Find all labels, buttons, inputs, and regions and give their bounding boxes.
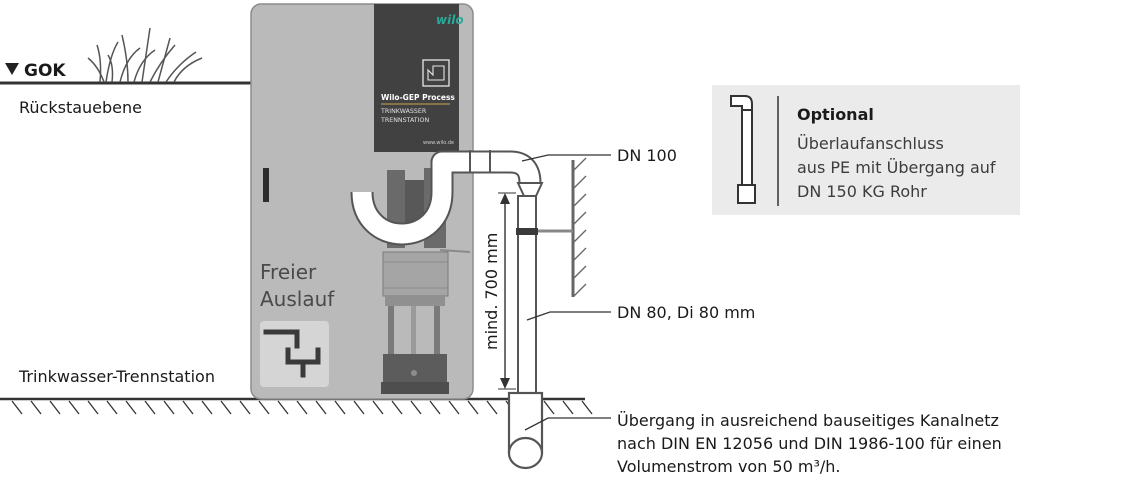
floor-hatch-stroke xyxy=(277,400,289,415)
wall-hatch-stroke xyxy=(573,283,587,297)
floor-hatch-stroke xyxy=(68,400,80,415)
floor-hatch-stroke xyxy=(125,400,137,415)
cabinet-handle xyxy=(263,168,269,202)
floor-hatch xyxy=(11,400,593,415)
floor-hatch-stroke xyxy=(106,400,118,415)
optional-title: Optional xyxy=(797,105,874,124)
floor-hatch-stroke xyxy=(410,400,422,415)
floor-hatch-stroke xyxy=(391,400,403,415)
floor-hatch-stroke xyxy=(429,400,441,415)
optional-line-1: Überlaufanschluss xyxy=(797,134,944,153)
floor-hatch-stroke xyxy=(486,400,498,415)
optional-line-3: DN 150 KG Rohr xyxy=(797,182,927,201)
floor-hatch-stroke xyxy=(562,400,574,415)
station-icon-glyph xyxy=(427,65,445,81)
floor-hatch-stroke xyxy=(239,400,251,415)
uebergang-leader xyxy=(524,417,611,431)
dn100-label: DN 100 xyxy=(617,146,677,165)
floor-hatch-stroke xyxy=(163,400,175,415)
floor-hatch-stroke xyxy=(315,400,327,415)
wall-hatch-stroke xyxy=(573,157,587,171)
floor-hatch-stroke xyxy=(11,400,23,415)
wall-hatch xyxy=(573,157,587,297)
dn100-pipe-inner xyxy=(352,152,540,244)
dn80-leader xyxy=(526,311,611,321)
wall-hatch-stroke xyxy=(573,211,587,225)
floor-hatch-stroke xyxy=(296,400,308,415)
wall-hatch-stroke xyxy=(573,265,587,279)
product-line-2: TRENNSTATION xyxy=(380,117,429,124)
dn100-leader xyxy=(521,154,611,162)
floor-hatch-stroke xyxy=(87,400,99,415)
floor-hatch-stroke xyxy=(353,400,365,415)
reducer-cone xyxy=(516,182,544,197)
height-label: mind. 700 mm xyxy=(482,233,501,350)
floor-hatch-stroke xyxy=(30,400,42,415)
wall-hatch-stroke xyxy=(573,247,587,261)
floor-hatch-stroke xyxy=(144,400,156,415)
floor-hatch-stroke xyxy=(448,400,460,415)
grass-icon xyxy=(87,27,203,83)
floor-hatch-stroke xyxy=(334,400,346,415)
wilo-logo: wilo xyxy=(436,13,464,27)
station-label: Trinkwasser-Trennstation xyxy=(18,367,215,386)
uebergang-line-3: Volumenstrom von 50 m³/h. xyxy=(617,457,841,476)
floor-hatch-stroke xyxy=(581,400,593,415)
auslauf-label: Auslauf xyxy=(260,287,335,311)
wall-hatch-stroke xyxy=(573,193,587,207)
floor-hatch-stroke xyxy=(220,400,232,415)
overflow-pipe-icon xyxy=(730,95,756,204)
floor-hatch-stroke xyxy=(467,400,479,415)
free-outlet-icon-bg xyxy=(260,321,329,387)
rueckstauebene-label: Rückstauebene xyxy=(19,98,142,117)
wall-hatch-stroke xyxy=(573,229,587,243)
floor-hatch-stroke xyxy=(543,400,555,415)
arrow-down-icon xyxy=(500,378,510,389)
dn80-label: DN 80, Di 80 mm xyxy=(617,303,755,322)
arrow-up-icon xyxy=(500,193,510,204)
wall-hatch-stroke xyxy=(573,175,587,189)
free-outlet-icon xyxy=(263,329,321,378)
product-url: www.wilo.de xyxy=(423,140,454,146)
pipe-clamp xyxy=(516,228,538,235)
gok-marker-icon xyxy=(5,63,19,75)
floor-hatch-stroke xyxy=(49,400,61,415)
gok-label: GOK xyxy=(24,61,66,81)
optional-line-2: aus PE mit Übergang auf xyxy=(797,158,996,177)
floor-hatch-stroke xyxy=(372,400,384,415)
dn80-pipe xyxy=(517,195,537,395)
floor-hatch-stroke xyxy=(201,400,213,415)
freier-label: Freier xyxy=(260,260,317,284)
sewer-pipe-end xyxy=(507,436,544,470)
uebergang-line-1: Übergang in ausreichend bauseitiges Kana… xyxy=(617,411,999,430)
optional-box xyxy=(712,85,1020,215)
floor-hatch-stroke xyxy=(182,400,194,415)
station-icon xyxy=(422,59,450,87)
floor-hatch-stroke xyxy=(258,400,270,415)
product-name: Wilo-GEP Process xyxy=(381,93,455,102)
brand-panel xyxy=(374,4,459,152)
uebergang-line-2: nach DIN EN 12056 und DIN 1986-100 für e… xyxy=(617,434,1002,453)
product-line-1: TRINKWASSER xyxy=(380,108,427,115)
